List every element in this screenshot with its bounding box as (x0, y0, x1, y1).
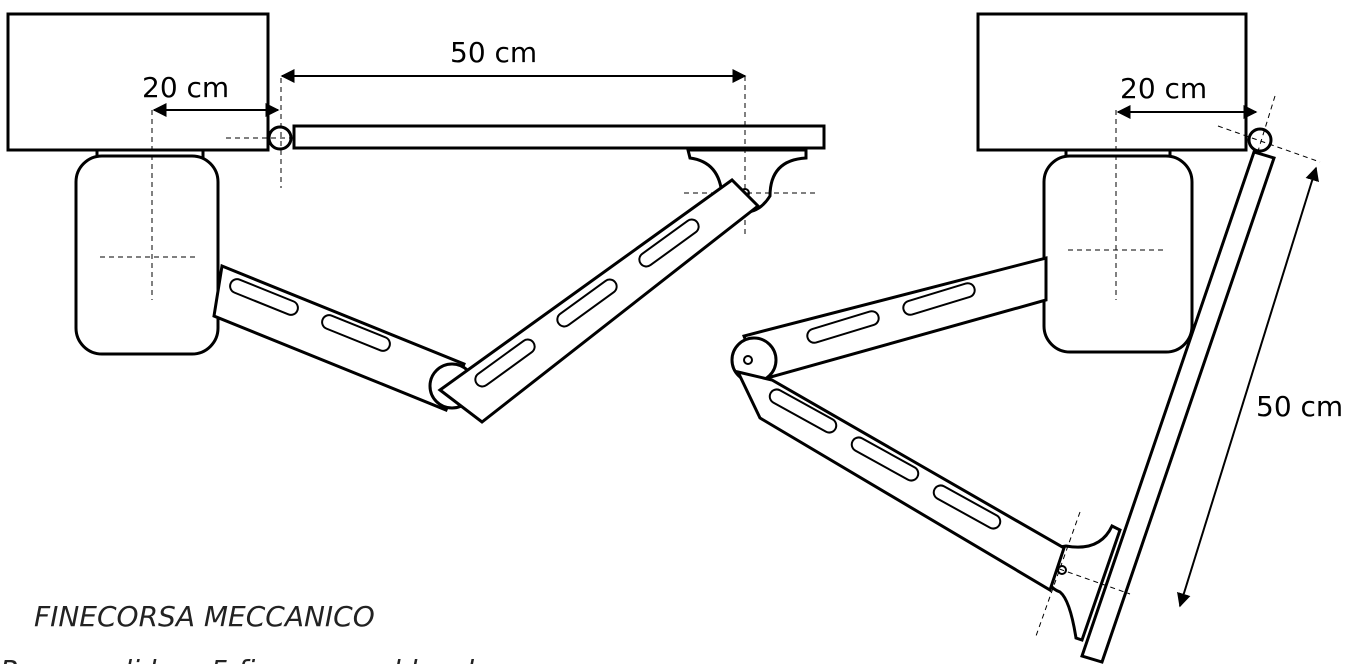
left-motor (74, 154, 220, 356)
left-offset-label: 20 cm (142, 71, 229, 104)
right-offset-label: 20 cm (1120, 72, 1207, 105)
left-pillar (6, 12, 270, 152)
caption-title: FINECORSA MECCANICO (34, 600, 375, 633)
right-arm-gate-side (735, 369, 1066, 593)
right-arm-length-label: 50 cm (1256, 390, 1343, 423)
left-arm-gate-side (437, 178, 761, 424)
left-view: 20 cm 50 cm (6, 12, 826, 424)
left-arm-motor-side (212, 263, 466, 412)
right-pillar (976, 12, 1248, 152)
right-hinge (1247, 127, 1273, 153)
right-arm-length-dimension-arrow (1177, 166, 1319, 608)
right-arm-motor-side (742, 256, 1048, 382)
right-view: 20 cm 50 cm (730, 12, 1343, 664)
caption-subtitle: Per angoli ben 5 fino a ... sul bordo (0, 654, 491, 664)
right-motor (1042, 154, 1194, 354)
left-gate-leaf (292, 124, 826, 150)
left-arm-length-label: 50 cm (450, 36, 537, 69)
